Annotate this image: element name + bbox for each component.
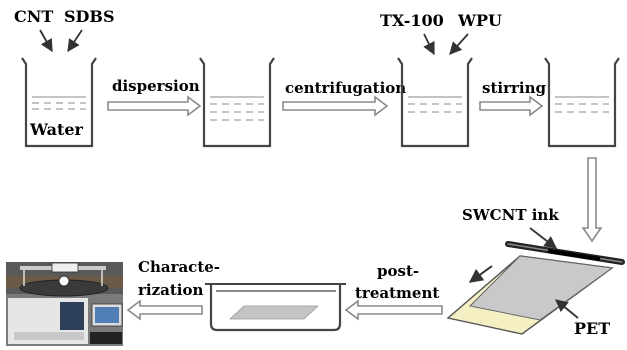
characterization-arrow (126, 299, 203, 321)
treatment-dish (205, 283, 346, 332)
instrument-icon (6, 262, 123, 346)
tx100-arrow (423, 33, 435, 56)
char-label-line1: Characte- (138, 258, 220, 276)
beaker-1 (21, 57, 97, 148)
cnt-label: CNT (14, 7, 53, 26)
post-label-line1: post- (377, 262, 419, 280)
beaker-2 (199, 57, 275, 148)
sdbs-arrow (67, 29, 83, 53)
dispersion-label: dispersion (112, 77, 200, 95)
centrifugation-label: centrifugation (285, 79, 406, 97)
coating-rod (505, 241, 625, 265)
cnt-arrow (39, 29, 53, 53)
pet-label: PET (574, 319, 610, 338)
beaker-3 (397, 57, 473, 148)
dispersion-arrow (107, 95, 202, 117)
tx100-label: TX-100 (380, 11, 444, 30)
stirring-arrow (479, 95, 544, 117)
sdbs-label: SDBS (64, 7, 115, 26)
wpu-arrow (449, 33, 469, 55)
post-treatment-arrow (344, 299, 443, 321)
pet-film (446, 255, 614, 335)
centrifugation-arrow (282, 95, 389, 117)
water-label: Water (29, 120, 84, 139)
swcnt-ink-label: SWCNT ink (462, 206, 559, 224)
post-label-line2: treatment (355, 284, 439, 302)
stirring-label: stirring (482, 79, 546, 97)
beaker-4 (544, 57, 620, 148)
char-label-line2: rization (138, 281, 203, 299)
swcnt-ink-arrow (529, 227, 557, 249)
down-arrow (581, 157, 603, 243)
pet-arrow (555, 299, 579, 319)
coating-direction-arrow (468, 265, 493, 283)
wpu-label: WPU (457, 11, 502, 30)
